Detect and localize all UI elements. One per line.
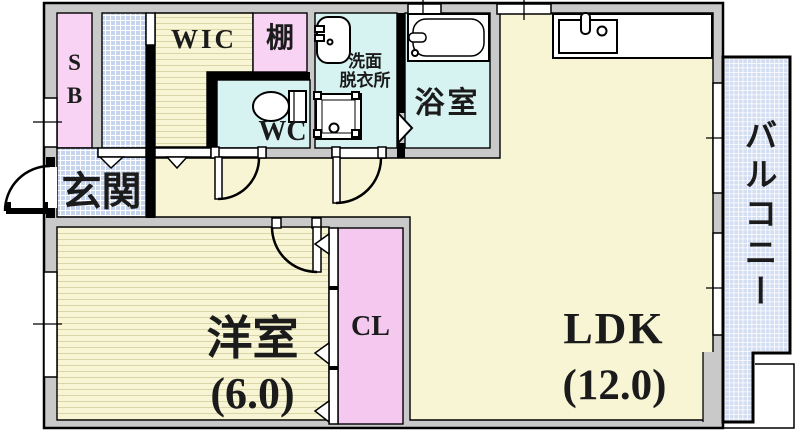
door-swing-arc [335, 157, 383, 205]
door-jamb [257, 146, 267, 159]
door-jamb [271, 217, 282, 229]
wall-bath-left-nub [397, 143, 405, 158]
wall-wc-left [207, 72, 217, 148]
room-label-washroom: 洗面 脱衣所 [330, 49, 400, 93]
folding-door-triangle [397, 110, 414, 146]
door-jamb [46, 208, 55, 218]
washing-machine-pan-icon [313, 91, 362, 140]
wall-wc-top [207, 72, 310, 80]
balcony-outline [721, 55, 792, 424]
front-door-leaf-end [43, 202, 48, 209]
room-western [56, 226, 330, 421]
door-leaf [332, 156, 341, 204]
washroom-line1: 洗面 [348, 52, 382, 71]
balcony-outer-contour [722, 363, 795, 429]
window-symbol [407, 3, 442, 15]
room-label-sb: SB [62, 49, 87, 116]
room-label-wic: WIC [170, 23, 237, 54]
door-jamb [46, 157, 55, 167]
door-swing-arc [3, 164, 51, 212]
door-swing-arc [270, 226, 318, 274]
room-sb [56, 12, 93, 149]
wall-thick-right [703, 352, 723, 422]
wall-black-column [146, 45, 155, 218]
folding-door-triangle [313, 399, 330, 424]
closet-door-track [328, 227, 339, 425]
toilet-icon [252, 90, 307, 123]
step-triangle-marker [98, 156, 125, 170]
door-swing-arc [217, 157, 261, 201]
washbasin-icon [314, 16, 351, 64]
bathtub-icon [407, 13, 490, 62]
closet-door-tick [329, 286, 338, 290]
room-size-western: (6.0) [210, 369, 295, 418]
folding-door-triangle [313, 341, 330, 366]
room-size-ldk: (12.0) [562, 361, 667, 409]
front-door-leaf [6, 208, 48, 214]
folding-door-triangle [313, 232, 330, 256]
room-shelf [252, 12, 308, 73]
wall-cap [145, 12, 156, 46]
drain-icon [596, 25, 608, 37]
door-leaf [312, 226, 322, 273]
threshold [154, 147, 217, 158]
wall-bath-left [397, 13, 405, 113]
door-leaf [214, 156, 223, 200]
room-label-wc: WC [258, 116, 307, 147]
threshold [97, 147, 147, 158]
step-triangle-marker [165, 156, 189, 170]
room-label-western: 洋室 [206, 313, 299, 364]
faucet-icon [580, 12, 591, 35]
front-door-leaf-end [6, 202, 11, 209]
room-label-balcony: バルコニー [739, 118, 775, 313]
room-label-entrance: 玄関 [61, 169, 142, 214]
door-jamb [377, 146, 387, 159]
room-label-shelf: 棚 [265, 22, 294, 54]
closet-door-tick [329, 366, 338, 370]
kitchen-counter [552, 12, 713, 59]
washroom-line2: 脱衣所 [339, 71, 391, 90]
room-label-closet: CL [351, 311, 390, 342]
entry-corridor [101, 12, 147, 149]
room-label-ldk: LDK [563, 304, 665, 353]
room-label-bathroom: 浴室 [414, 87, 481, 120]
door-opening [45, 167, 57, 208]
